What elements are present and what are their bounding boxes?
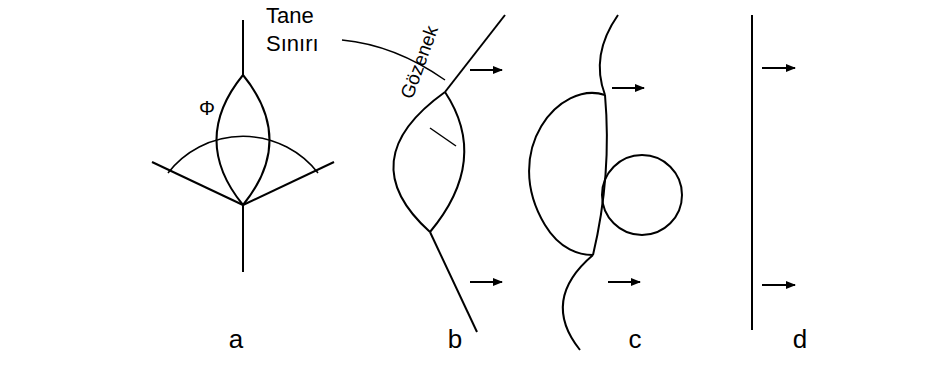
stage-letter: c [629,324,642,355]
angle-symbol: Φ [197,96,217,120]
stage-letter: b [448,324,462,355]
grain-boundary-label: Tane Sınırı [266,2,346,58]
stage-letter: a [229,324,243,355]
pore-label: Gözenek [396,22,443,101]
stage-letter: d [793,324,807,355]
